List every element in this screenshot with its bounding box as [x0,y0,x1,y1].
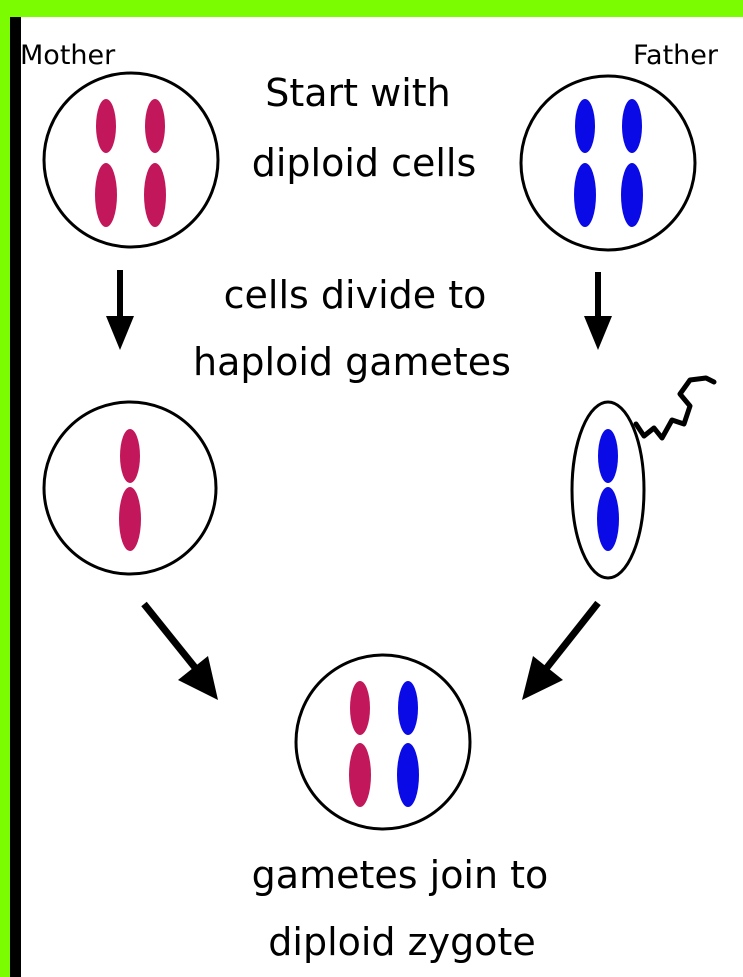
mother-to-zygote-arrow [144,604,218,700]
mother-chromosome [349,681,371,807]
frame-green-top [0,0,743,17]
father-sperm-cell [572,378,714,578]
zygote-cell [296,655,470,829]
mother-diploid-cell [44,73,218,247]
father-to-zygote-arrow [522,603,598,700]
father-chromosome [597,429,619,551]
mother-chromosome [95,99,117,227]
mother-chromosome [119,429,141,551]
join-caption-line2: diploid zygote [268,920,535,964]
frame-black-left [10,17,21,977]
father-chromosome [574,99,596,227]
divide-caption-line1: cells divide to [224,273,487,317]
father-down-arrow [584,272,612,350]
join-caption-line1: gametes join to [252,853,549,897]
start-caption-line2: diploid cells [252,141,477,185]
mother-down-arrow [106,270,134,350]
father-chromosome [397,681,419,807]
father-diploid-cell [521,76,695,250]
frame-green-left [0,0,10,977]
start-caption-line1: Start with [265,71,451,115]
sperm-tail [636,378,714,438]
father-label: Father [633,40,719,71]
mother-egg-cell [44,402,216,574]
divide-caption-line2: haploid gametes [193,340,511,384]
mother-chromosome [144,99,166,227]
mother-label: Mother [20,40,116,71]
father-chromosome [621,99,643,227]
